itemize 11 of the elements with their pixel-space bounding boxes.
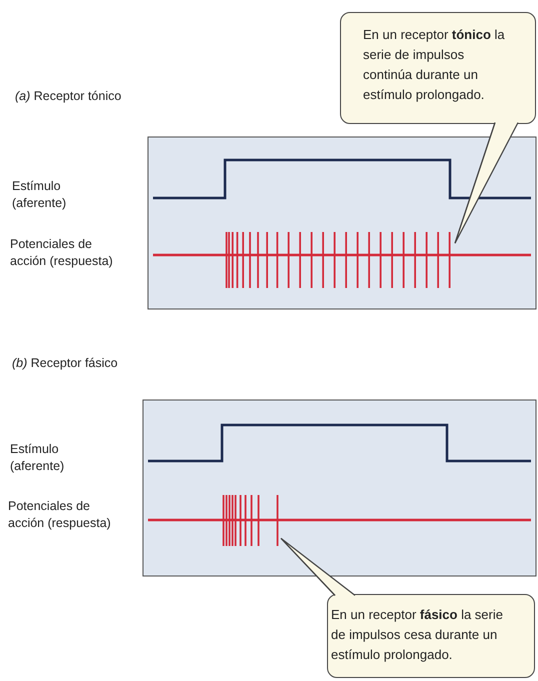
callout-text: En un receptor fásico la serie de impulsos cesa durante un estímulo prolongado. xyxy=(331,606,504,664)
trace-label: Potenciales de acción (respuesta) xyxy=(10,236,114,270)
leader-line xyxy=(280,538,336,596)
trace-label: Estímulo (aferente) xyxy=(12,178,68,212)
callout-bubble xyxy=(327,594,535,678)
panel-title: (a) Receptor tónico xyxy=(15,88,122,105)
trace-label: Estímulo (aferente) xyxy=(10,441,66,475)
leader-line xyxy=(454,122,496,244)
callout-text: En un receptor tónico la serie de impulsos continúa durante un estímulo prolongado. xyxy=(363,26,505,104)
trace-label: Potenciales de acción (respuesta) xyxy=(8,498,112,532)
panel-title: (b) Receptor fásico xyxy=(12,355,119,372)
